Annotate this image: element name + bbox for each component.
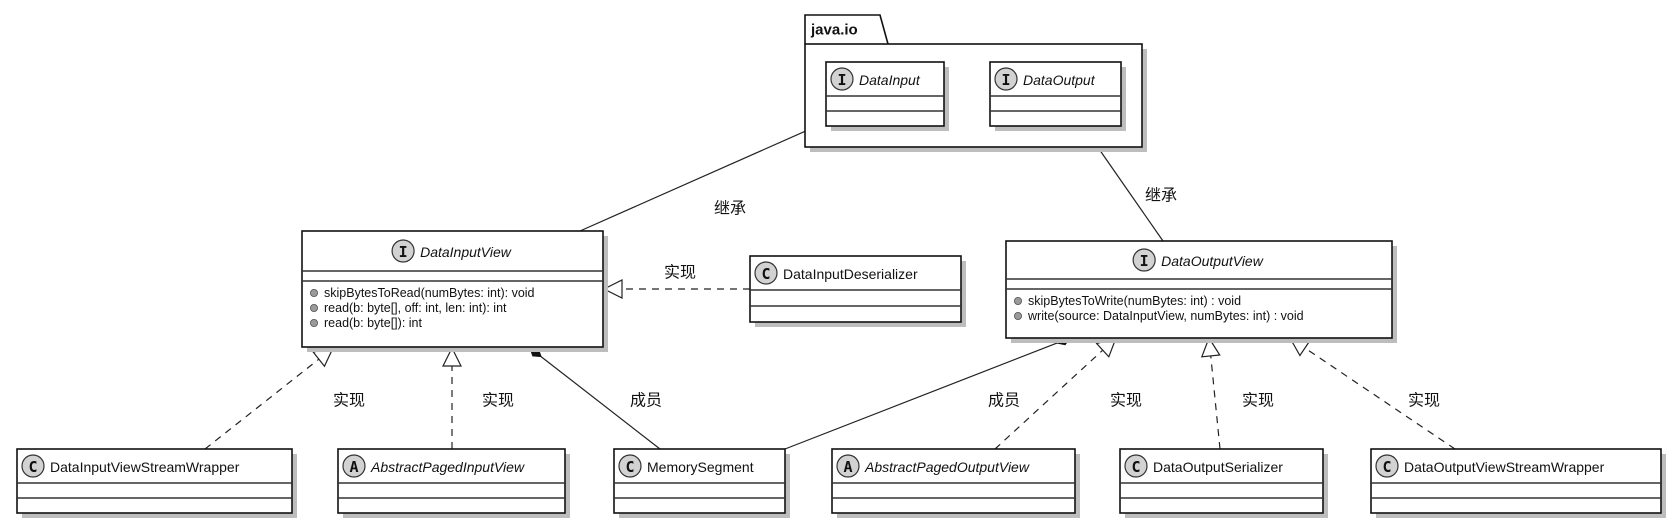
stereotype-class-icon xyxy=(21,454,45,478)
stereotype-class-icon xyxy=(754,261,778,285)
stereotype-letter: I xyxy=(1001,71,1010,89)
hollow-triangle-arrowhead-icon xyxy=(1200,336,1221,358)
class-data-input[interactable]: DataInput I xyxy=(825,61,949,131)
method-signature: skipBytesToWrite(numBytes: int) : void xyxy=(1028,294,1241,308)
method-signature: read(b: byte[], off: int, len: int): int xyxy=(324,301,507,315)
stereotype-letter: C xyxy=(28,458,37,476)
relation-realization-data-input-view-stream-wrapper-to-data-input-view xyxy=(204,347,335,450)
stereotype-letter: I xyxy=(1140,252,1149,270)
stereotype-letter: C xyxy=(625,458,634,476)
stereotype-interface-icon xyxy=(1132,248,1156,272)
relation-label: 实现 xyxy=(664,263,696,282)
public-method-icon xyxy=(309,303,318,312)
relation-inheritance-data-input-view-to-data-input xyxy=(579,120,828,232)
class-abstract-paged-input-view[interactable]: AbstractPagedInputView A xyxy=(337,448,570,518)
class-box xyxy=(831,448,1076,514)
stereotype-abstract-icon xyxy=(342,454,366,478)
relation-label: 实现 xyxy=(333,391,365,410)
stereotype-class-icon xyxy=(1375,454,1399,478)
relation-line xyxy=(540,356,661,450)
public-method-icon xyxy=(309,318,318,327)
stereotype-letter: A xyxy=(349,458,358,476)
class-name: AbstractPagedOutputView xyxy=(864,459,1030,475)
relation-line xyxy=(1304,347,1456,450)
relation-line xyxy=(204,358,320,450)
package-tab xyxy=(804,14,889,45)
hollow-triangle-arrowhead-icon xyxy=(442,346,462,367)
class-data-output-view[interactable]: DataOutputView IskipBytesToWrite(numBytes… xyxy=(1005,240,1397,343)
relation-labels-layer: 继承继承实现实现实现成员成员实现实现实现 xyxy=(333,186,1440,410)
class-name: DataOutputViewStreamWrapper xyxy=(1404,459,1605,475)
class-name: MemorySegment xyxy=(647,459,754,475)
stereotype-letter: C xyxy=(761,265,770,283)
stereotype-class-icon xyxy=(1124,454,1148,478)
method-row: read(b: byte[], off: int, len: int): int xyxy=(309,301,507,315)
relation-realization-data-output-serializer-to-data-output-view xyxy=(1200,336,1221,450)
relation-label: 继承 xyxy=(714,199,746,218)
stereotype-interface-icon xyxy=(391,239,415,263)
relation-label: 实现 xyxy=(1242,391,1274,410)
class-box xyxy=(613,448,786,514)
stereotype-interface-icon xyxy=(830,67,854,91)
stereotype-letter: C xyxy=(1131,458,1140,476)
relation-realization-abstract-paged-input-view-to-data-input-view xyxy=(442,346,462,449)
class-name: DataOutputView xyxy=(1161,253,1264,269)
class-name: AbstractPagedInputView xyxy=(370,459,525,475)
relation-line xyxy=(994,349,1104,450)
class-box xyxy=(301,230,604,348)
class-data-output-view-stream-wrapper[interactable]: DataOutputViewStreamWrapper C xyxy=(1370,448,1666,518)
relation-label: 实现 xyxy=(1408,391,1440,410)
class-box xyxy=(1370,448,1662,514)
stereotype-letter: I xyxy=(837,71,846,89)
class-box xyxy=(1119,448,1324,514)
class-name: DataInputViewStreamWrapper xyxy=(50,459,240,475)
stereotype-abstract-icon xyxy=(836,454,860,478)
stereotype-letter: I xyxy=(399,243,408,261)
class-data-input-deserializer[interactable]: DataInputDeserializer C xyxy=(749,255,966,327)
relation-line xyxy=(1092,140,1164,242)
relation-line xyxy=(579,128,810,232)
class-data-output[interactable]: DataOutput I xyxy=(989,61,1126,131)
stereotype-letter: A xyxy=(843,458,852,476)
stereotype-letter: C xyxy=(1382,458,1391,476)
class-abstract-paged-output-view[interactable]: AbstractPagedOutputView A xyxy=(831,448,1080,518)
hollow-triangle-arrowhead-icon xyxy=(602,279,623,299)
method-signature: write(source: DataInputView, numBytes: i… xyxy=(1027,309,1304,323)
relation-line xyxy=(784,342,1058,450)
class-box xyxy=(16,448,293,514)
class-data-input-view[interactable]: DataInputView IskipBytesToRead(numBytes: … xyxy=(301,230,608,352)
package-label: java.io xyxy=(810,22,858,39)
class-name: DataInputDeserializer xyxy=(783,266,918,282)
method-row: skipBytesToRead(numBytes: int): void xyxy=(309,286,535,300)
method-row: write(source: DataInputView, numBytes: i… xyxy=(1014,309,1304,323)
relation-composition-memory-segment-to-data-output-view xyxy=(784,335,1071,450)
method-signature: skipBytesToRead(numBytes: int): void xyxy=(324,286,535,300)
relation-label: 实现 xyxy=(1110,391,1142,410)
relation-label: 成员 xyxy=(988,391,1020,410)
class-box xyxy=(337,448,566,514)
class-data-output-serializer[interactable]: DataOutputSerializer C xyxy=(1119,448,1328,518)
class-name: DataOutput xyxy=(1023,72,1096,88)
public-method-icon xyxy=(309,288,318,297)
class-name: DataInput xyxy=(859,72,921,88)
relation-line xyxy=(1210,355,1221,450)
relation-realization-data-input-deserializer-to-data-input-view xyxy=(602,279,750,299)
method-row: skipBytesToWrite(numBytes: int) : void xyxy=(1014,294,1241,308)
public-method-icon xyxy=(1014,311,1023,320)
public-method-icon xyxy=(1014,296,1023,305)
class-name: DataInputView xyxy=(420,244,512,260)
method-row: read(b: byte[]): int xyxy=(309,316,422,330)
stereotype-interface-icon xyxy=(994,67,1018,91)
method-signature: read(b: byte[]): int xyxy=(324,316,422,330)
relation-label: 继承 xyxy=(1145,186,1177,205)
relation-label: 实现 xyxy=(482,391,514,410)
class-data-input-view-stream-wrapper[interactable]: DataInputViewStreamWrapper C xyxy=(16,448,297,518)
class-memory-segment[interactable]: MemorySegment C xyxy=(613,448,790,518)
class-box xyxy=(749,255,962,323)
relation-label: 成员 xyxy=(630,391,662,410)
stereotype-class-icon xyxy=(618,454,642,478)
class-name: DataOutputSerializer xyxy=(1153,459,1283,475)
